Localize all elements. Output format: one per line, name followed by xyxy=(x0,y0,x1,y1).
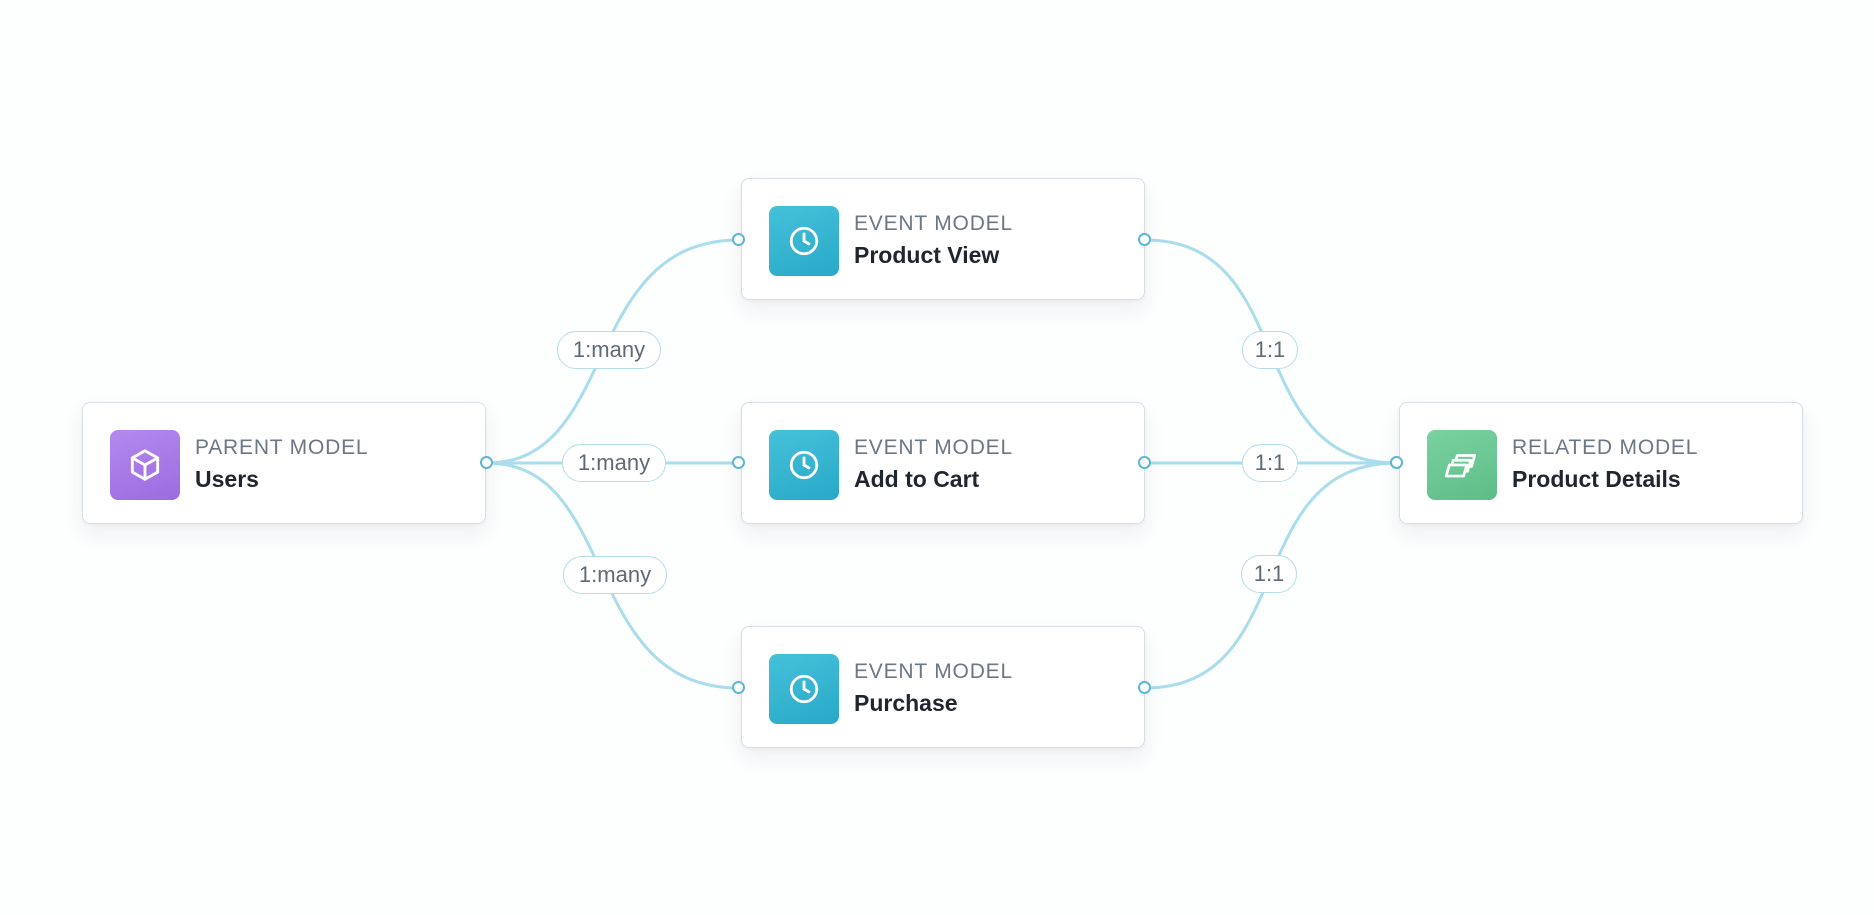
node-event-product-view[interactable]: EVENT MODEL Product View xyxy=(741,178,1145,300)
port-product-view-output[interactable] xyxy=(1138,233,1151,246)
node-name: Add to Cart xyxy=(854,466,980,492)
relationship-badge: 1:many xyxy=(563,556,667,594)
clock-icon xyxy=(769,430,839,500)
node-related-product-details[interactable]: RELATED MODEL Product Details xyxy=(1399,402,1803,524)
node-type-label: EVENT MODEL xyxy=(854,436,1013,459)
node-type-label: PARENT MODEL xyxy=(195,436,369,459)
clock-icon xyxy=(769,654,839,724)
relationship-badge: 1:many xyxy=(557,331,661,369)
node-name: Purchase xyxy=(854,690,958,716)
relationship-badge: 1:1 xyxy=(1242,331,1298,369)
relationship-badge: 1:many xyxy=(562,444,666,482)
node-name: Users xyxy=(195,466,259,492)
cube-icon xyxy=(110,430,180,500)
port-add-to-cart-output[interactable] xyxy=(1138,456,1151,469)
port-users-output[interactable] xyxy=(480,456,493,469)
node-name: Product Details xyxy=(1512,466,1681,492)
node-type-label: EVENT MODEL xyxy=(854,660,1013,683)
node-name: Product View xyxy=(854,242,1000,268)
node-parent-users[interactable]: PARENT MODEL Users xyxy=(82,402,486,524)
layers-icon xyxy=(1427,430,1497,500)
node-type-label: RELATED MODEL xyxy=(1512,436,1699,459)
node-event-add-to-cart[interactable]: EVENT MODEL Add to Cart xyxy=(741,402,1145,524)
relationship-badge: 1:1 xyxy=(1242,444,1298,482)
port-add-to-cart-input[interactable] xyxy=(732,456,745,469)
relationship-badge: 1:1 xyxy=(1241,555,1297,593)
port-product-view-input[interactable] xyxy=(732,233,745,246)
node-type-label: EVENT MODEL xyxy=(854,212,1013,235)
port-purchase-output[interactable] xyxy=(1138,681,1151,694)
port-purchase-input[interactable] xyxy=(732,681,745,694)
node-event-purchase[interactable]: EVENT MODEL Purchase xyxy=(741,626,1145,748)
port-product-details-input[interactable] xyxy=(1390,456,1403,469)
clock-icon xyxy=(769,206,839,276)
